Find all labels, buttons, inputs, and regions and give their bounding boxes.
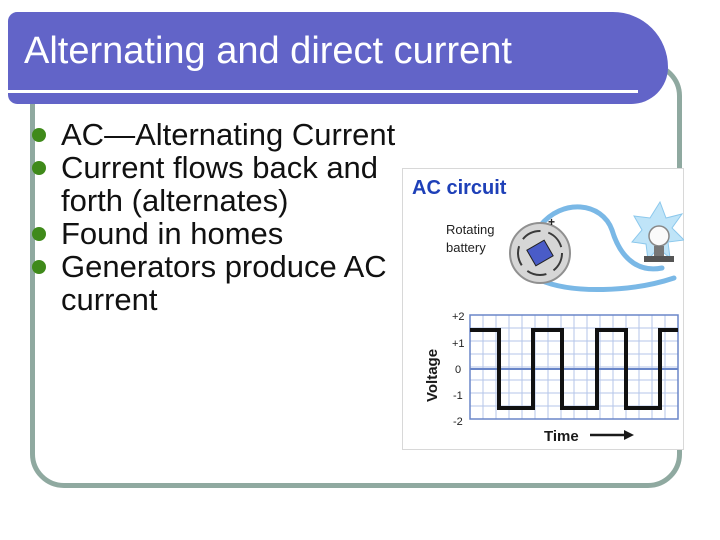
bullet-item: Current flows back and forth (alternates…: [30, 151, 402, 217]
bullet-dot-icon: [32, 161, 46, 175]
bullet-dot-icon: [32, 260, 46, 274]
bullet-item: Generators produce AC current: [30, 250, 402, 316]
ytick-label: -2: [453, 416, 463, 428]
rotating-battery-icon: [509, 222, 571, 284]
ytick-label: +1: [452, 338, 465, 350]
plot-grid: [470, 315, 678, 419]
circuit-wire: [537, 204, 665, 272]
circuit-wire: [537, 275, 677, 292]
title-underline: [8, 90, 638, 93]
figure-heading: AC circuit: [412, 177, 507, 199]
bullet-text: Generators produce AC current: [61, 249, 387, 317]
bullet-dot-icon: [32, 128, 46, 142]
ytick-label: +2: [452, 311, 465, 323]
y-axis-label: Voltage: [424, 349, 441, 402]
battery-plus-label: +: [548, 215, 555, 229]
time-arrowhead-icon: [624, 430, 634, 440]
title-bar: [8, 12, 668, 104]
bullet-text: Found in homes: [61, 216, 284, 251]
figure-border: [402, 168, 684, 450]
square-wave: [470, 328, 678, 410]
bullet-text: Current flows back and forth (alternates…: [61, 150, 379, 218]
ytick-label: 0: [455, 364, 461, 376]
battery-label: battery: [446, 240, 486, 255]
slide-title: Alternating and direct current: [24, 30, 512, 72]
bullet-item: AC—Alternating Current: [30, 118, 402, 151]
bullet-text: AC—Alternating Current: [61, 117, 396, 152]
voltage-time-plot: +2 +1 0 -1 -2 Voltage Time: [424, 311, 679, 445]
ytick-label: -1: [453, 390, 463, 402]
battery-label: Rotating: [446, 222, 494, 237]
bullet-item: Found in homes: [30, 217, 402, 250]
light-bulb-icon: [631, 200, 684, 262]
plot-border: [469, 314, 679, 420]
x-axis-label: Time: [544, 428, 579, 445]
ac-circuit-figure: AC circuit Rotating battery + +2 +1 0 -1…: [402, 168, 684, 450]
bullet-list: AC—Alternating Current Current flows bac…: [30, 118, 402, 316]
bullet-dot-icon: [32, 227, 46, 241]
